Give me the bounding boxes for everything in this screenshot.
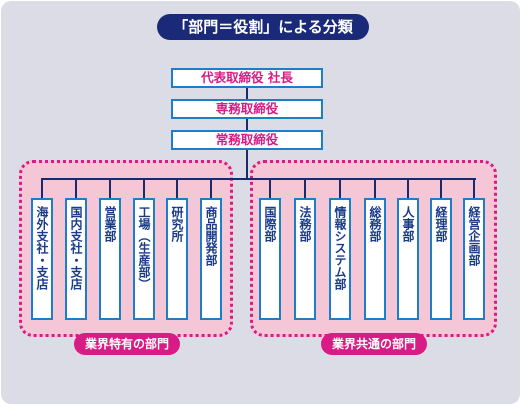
dept-sales: 営業部: [99, 198, 121, 320]
group-industry-specific: [19, 160, 233, 337]
dept-drop-line: [407, 178, 409, 200]
dept-drop-line: [143, 178, 145, 200]
exec-box-senior-managing: 専務取締役: [171, 99, 323, 119]
dept-drop-line: [210, 178, 212, 200]
dept-accounting: 経理部: [430, 198, 452, 320]
dept-information-systems: 情報システム部: [329, 198, 351, 320]
dept-drop-line: [176, 178, 178, 200]
dept-drop-line: [269, 178, 271, 200]
exec-box-managing: 常務取締役: [171, 130, 323, 150]
dept-drop-line: [374, 178, 376, 200]
dept-drop-line: [339, 178, 341, 200]
dept-drop-line: [41, 178, 43, 200]
dept-factory: 工場（生産部）: [133, 198, 155, 320]
dept-drop-line: [440, 178, 442, 200]
dept-international: 国際部: [259, 198, 281, 320]
group-label-industry-specific: 業界特有の部門: [74, 333, 180, 355]
dept-drop-line: [304, 178, 306, 200]
group-label-industry-common: 業界共通の部門: [321, 333, 427, 355]
dept-product-development: 商品開発部: [200, 198, 222, 320]
dept-human-resources: 人事部: [397, 198, 419, 320]
dept-research: 研究所: [166, 198, 188, 320]
dept-legal: 法務部: [294, 198, 316, 320]
exec-box-president: 代表取締役 社長: [171, 68, 323, 88]
dept-drop-line: [75, 178, 77, 200]
dept-general-affairs: 総務部: [364, 198, 386, 320]
dept-corporate-planning: 経営企画部: [463, 198, 485, 320]
diagram-title: 「部門＝役割」による分類: [157, 14, 369, 40]
dept-domestic-branch: 国内支社・支店: [65, 198, 87, 320]
dept-overseas-branch: 海外支社・支店: [31, 198, 53, 320]
dept-drop-line: [109, 178, 111, 200]
dept-drop-line: [473, 178, 475, 200]
dept-connector-bar: [42, 178, 476, 180]
